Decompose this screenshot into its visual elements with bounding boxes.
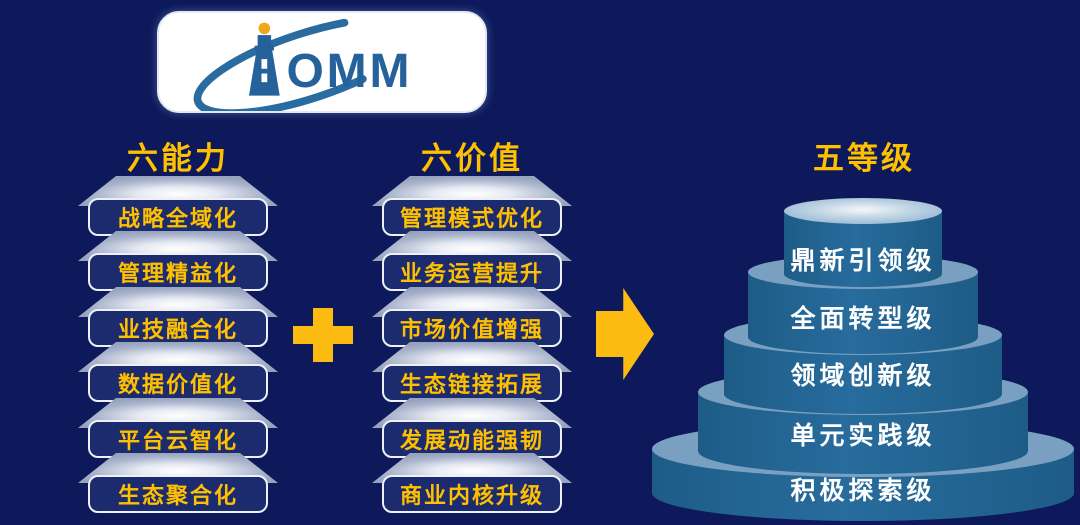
capability-item: 战略全域化 <box>78 176 278 240</box>
value-pill: 发展动能强韧 <box>382 420 562 458</box>
level-label: 单元实践级 <box>790 422 936 450</box>
capability-label: 生态聚合化 <box>117 483 238 508</box>
value-label: 发展动能强韧 <box>399 428 544 453</box>
value-label: 商业内核升级 <box>399 483 544 508</box>
capability-pill: 数据价值化 <box>88 364 268 402</box>
values-header: 六价值 <box>421 141 523 176</box>
capability-item: 数据价值化 <box>78 342 278 406</box>
capability-label: 平台云智化 <box>117 428 238 453</box>
lighthouse-logo-icon: OMM <box>193 14 422 111</box>
iomm-logo-card: OMM <box>157 11 487 113</box>
levels-header: 五等级 <box>813 141 915 176</box>
logo-wordmark: OMM <box>286 45 412 98</box>
value-pill: 管理模式优化 <box>382 198 562 236</box>
level-label: 全面转型级 <box>790 305 936 333</box>
value-item: 商业内核升级 <box>372 453 572 517</box>
value-item: 市场价值增强 <box>372 287 572 351</box>
level-label: 鼎新引领级 <box>790 247 936 275</box>
value-item: 生态链接拓展 <box>372 342 572 406</box>
value-item: 业务运营提升 <box>372 231 572 295</box>
value-label: 业务运营提升 <box>399 261 544 286</box>
value-pill: 商业内核升级 <box>382 475 562 513</box>
capability-label: 战略全域化 <box>117 206 238 231</box>
value-item: 发展动能强韧 <box>372 398 572 462</box>
capability-label: 业技融合化 <box>117 317 238 342</box>
value-label: 生态链接拓展 <box>399 372 544 397</box>
value-pill: 生态链接拓展 <box>382 364 562 402</box>
capability-pill: 管理精益化 <box>88 253 268 291</box>
value-label: 管理模式优化 <box>399 206 544 231</box>
value-label: 市场价值增强 <box>399 317 544 342</box>
capability-pill: 战略全域化 <box>88 198 268 236</box>
capability-item: 平台云智化 <box>78 398 278 462</box>
level-label: 积极探索级 <box>790 477 936 505</box>
value-item: 管理模式优化 <box>372 176 572 240</box>
capability-label: 数据价值化 <box>117 372 238 397</box>
level-label: 领域创新级 <box>790 362 936 390</box>
capability-item: 生态聚合化 <box>78 453 278 517</box>
pyramid-cylinders <box>652 198 1074 521</box>
plus-icon <box>293 308 353 362</box>
capability-item: 管理精益化 <box>78 231 278 295</box>
capability-label: 管理精益化 <box>117 261 238 286</box>
capabilities-header: 六能力 <box>127 141 229 176</box>
value-pill: 市场价值增强 <box>382 309 562 347</box>
capability-pill: 生态聚合化 <box>88 475 268 513</box>
levels-pyramid: 鼎新引领级 全面转型级 领域创新级 单元实践级 积极探索级 <box>645 193 1080 525</box>
value-pill: 业务运营提升 <box>382 253 562 291</box>
